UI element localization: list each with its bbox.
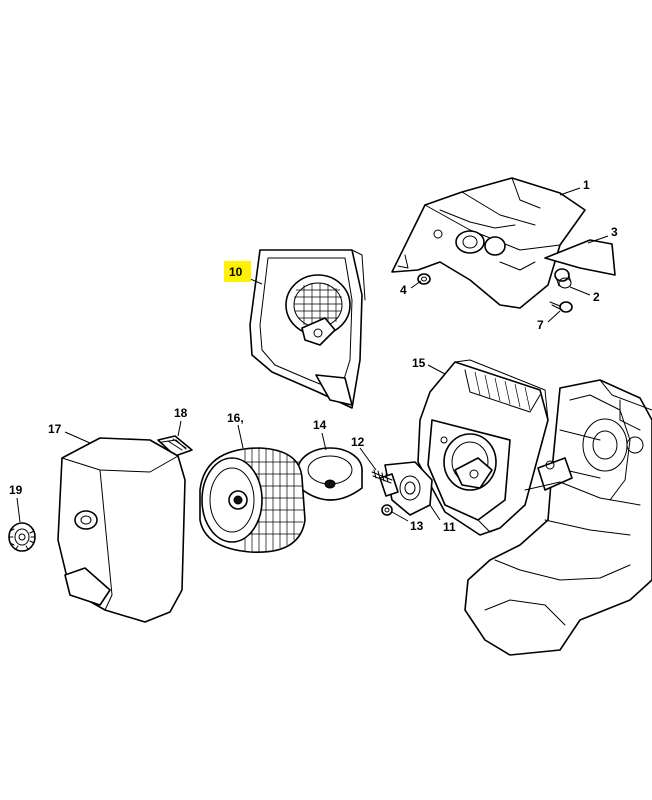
- part-label-14: 14: [313, 418, 327, 432]
- stud-bolt-part: [371, 469, 393, 484]
- part-label-1: 1: [583, 178, 590, 192]
- filter-base-part: [417, 359, 549, 536]
- part-label-10: 10: [229, 265, 243, 279]
- part-label-2: 2: [593, 290, 600, 304]
- part-label-19: 19: [9, 483, 23, 497]
- leader-14: [321, 432, 327, 451]
- part-label-12: 12: [351, 435, 365, 449]
- leader-12: [359, 447, 377, 471]
- part-label-15: 15: [412, 356, 426, 370]
- part-label-4: 4: [400, 283, 407, 297]
- leader-4: [410, 280, 422, 289]
- machine-housing-part: [464, 379, 652, 656]
- leader-16: [237, 424, 244, 449]
- plate-part: [544, 239, 616, 276]
- leader-3: [587, 235, 609, 244]
- leader-2: [569, 286, 591, 296]
- leader-1: [559, 187, 581, 196]
- nut-part: [417, 273, 431, 285]
- air-filter-part: [199, 447, 306, 553]
- screw-part: [549, 301, 573, 313]
- leader-18: [177, 420, 182, 437]
- filter-cap-part: [297, 447, 363, 501]
- leader-17: [64, 431, 91, 444]
- part-label-11: 11: [443, 520, 456, 534]
- leader-11: [429, 504, 441, 521]
- filter-cover-part: [57, 437, 186, 623]
- small-nut-part: [381, 504, 393, 516]
- leader-7: [547, 310, 561, 323]
- part-label-17: 17: [48, 422, 62, 436]
- part-label-3: 3: [611, 225, 618, 239]
- part-labels: 1 2 3 4 7 10 11 12 13 14 15 16, 17 18 19: [9, 178, 618, 534]
- part-10-highlight-box: [224, 261, 251, 282]
- sleeve-part: [554, 268, 572, 289]
- shroud-cover-part: [391, 177, 586, 309]
- leader-15: [427, 364, 446, 375]
- knob-part: [8, 522, 36, 552]
- leader-lines: [16, 187, 609, 523]
- part-label-18: 18: [174, 406, 188, 420]
- leader-19: [16, 497, 21, 523]
- leader-13: [391, 511, 409, 522]
- filter-frame-part: [249, 249, 366, 409]
- part-label-13: 13: [410, 519, 424, 533]
- part-label-16: 16,: [227, 411, 244, 425]
- part-label-7: 7: [537, 318, 544, 332]
